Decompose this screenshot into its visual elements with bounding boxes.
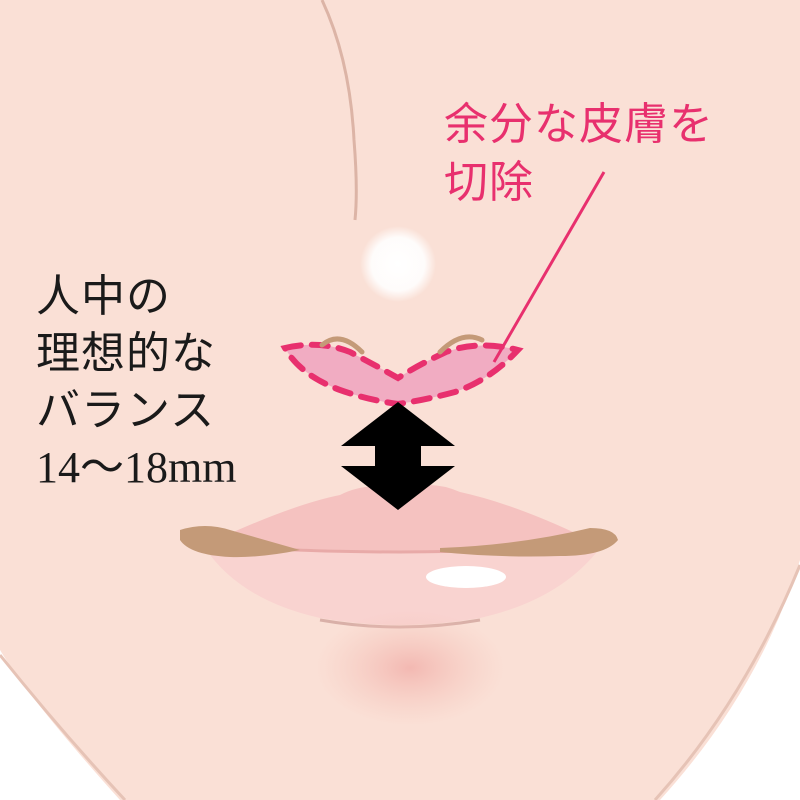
ideal-label-line-2: 理想的な xyxy=(36,328,216,379)
nose-bridge-line xyxy=(320,0,358,221)
excision-label-line-1: 余分な皮膚を xyxy=(444,99,714,150)
chin-blush xyxy=(315,610,505,726)
ideal-label-line-1: 人中の xyxy=(36,271,171,322)
nose-highlight xyxy=(360,226,436,302)
mouth-corner-right xyxy=(440,528,618,557)
excision-dashed-outline xyxy=(280,341,524,408)
excision-label-line-2: 切除 xyxy=(444,157,534,208)
face-outline-right xyxy=(653,564,800,800)
nostril-right xyxy=(437,334,485,355)
lip-highlight xyxy=(426,566,506,588)
face-outline xyxy=(0,654,127,800)
excision-label: 余分な皮膚を 切除 xyxy=(444,96,714,212)
upper-lip xyxy=(205,485,600,551)
excision-pointer-line xyxy=(492,171,606,363)
nostril-left xyxy=(319,336,365,355)
philtrum-length-arrow xyxy=(341,402,455,510)
lower-lip xyxy=(205,548,600,625)
ideal-label-measurement: 14〜18mm xyxy=(36,443,237,492)
ideal-philtrum-label: 人中の 理想的な バランス 14〜18mm xyxy=(36,268,236,496)
mouth-corner-left xyxy=(180,526,300,558)
ideal-label-line-3: バランス xyxy=(36,385,216,436)
